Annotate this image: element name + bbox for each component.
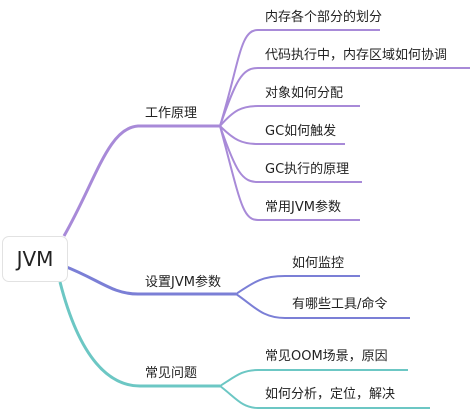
- leaf-label: 常见OOM场景，原因: [265, 349, 388, 364]
- connector-branch-1-child-6: [219, 125, 360, 221]
- branch-label: 常见问题: [145, 366, 198, 381]
- leaf-node-analyze-locate-solve[interactable]: 如何分析，定位，解决: [265, 387, 395, 403]
- connector-branch-1-child-3: [219, 105, 360, 127]
- connector-branch-1-child-4: [219, 125, 345, 145]
- connector-root-branch-3: [58, 281, 220, 388]
- leaf-node-how-to-monitor[interactable]: 如何监控: [292, 256, 344, 272]
- leaf-label: 如何分析，定位，解决: [265, 387, 396, 402]
- branch-label: 工作原理: [145, 106, 198, 121]
- connector-branch-3-child-2: [219, 385, 430, 409]
- connector-branch-1-child-5: [219, 125, 362, 183]
- branch-label: 设置JVM参数: [145, 275, 221, 290]
- leaf-label: GC执行的原理: [265, 162, 350, 177]
- leaf-node-tools-commands[interactable]: 有哪些工具/命令: [292, 297, 387, 313]
- leaf-label: 代码执行中，内存区域如何协调: [265, 48, 448, 63]
- leaf-label: 如何监控: [292, 256, 345, 271]
- leaf-label: 有哪些工具/命令: [292, 297, 388, 312]
- leaf-node-memory-division[interactable]: 内存各个部分的划分: [265, 10, 382, 26]
- leaf-label: 常用JVM参数: [265, 200, 341, 215]
- connector-branch-1-child-1: [219, 29, 380, 127]
- branch-node-working-principle[interactable]: 工作原理: [145, 106, 197, 122]
- connector-branch-1-child-2: [219, 67, 470, 127]
- connector-root-branch-1: [62, 124, 220, 237]
- connector-root-branch-2: [63, 264, 236, 296]
- leaf-node-memory-coordination[interactable]: 代码执行中，内存区域如何协调: [265, 48, 447, 64]
- connector-branch-2-child-2: [235, 293, 410, 319]
- root-label: JVM: [16, 247, 54, 271]
- connector-branch-2-child-1: [235, 275, 360, 295]
- leaf-label: GC如何触发: [265, 124, 337, 139]
- leaf-label: 内存各个部分的划分: [265, 10, 383, 25]
- leaf-node-common-jvm-params[interactable]: 常用JVM参数: [265, 200, 341, 216]
- leaf-node-oom-scenarios[interactable]: 常见OOM场景，原因: [265, 349, 388, 365]
- leaf-label: 对象如何分配: [265, 86, 344, 101]
- connector-branch-3-child-1: [219, 369, 408, 387]
- root-node[interactable]: JVM: [2, 236, 68, 282]
- leaf-node-object-allocation[interactable]: 对象如何分配: [265, 86, 343, 102]
- branch-node-set-jvm-params[interactable]: 设置JVM参数: [145, 275, 221, 291]
- leaf-node-gc-trigger[interactable]: GC如何触发: [265, 124, 336, 140]
- leaf-node-gc-principle[interactable]: GC执行的原理: [265, 162, 349, 178]
- branch-node-common-issues[interactable]: 常见问题: [145, 366, 197, 382]
